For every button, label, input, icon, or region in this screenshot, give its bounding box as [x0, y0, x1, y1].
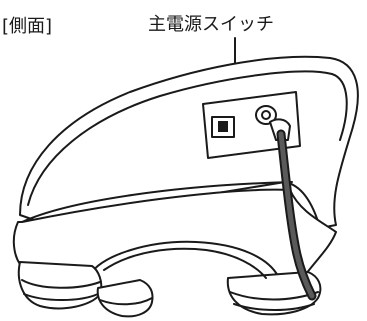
- view-label: [側面]: [2, 16, 53, 37]
- foot-center-ring: [99, 297, 153, 306]
- foot-front-left: [17, 261, 103, 310]
- power-port-inner: [261, 110, 271, 120]
- power-switch-rocker: [218, 121, 228, 132]
- side-panel: [202, 91, 301, 159]
- callout-label: 主電源スイッチ: [148, 14, 274, 35]
- foot-rear-right-ring-2: [233, 303, 315, 311]
- body-rim-line: [27, 70, 348, 206]
- power-cable: [276, 129, 317, 301]
- foot-rear-right: [226, 271, 322, 316]
- foot-center: [96, 279, 154, 318]
- foot-front-left-ring-2: [23, 293, 99, 301]
- body-lower-band: [21, 181, 293, 223]
- foot-front-left-ring: [21, 279, 101, 289]
- base-inner-arch: [103, 247, 267, 279]
